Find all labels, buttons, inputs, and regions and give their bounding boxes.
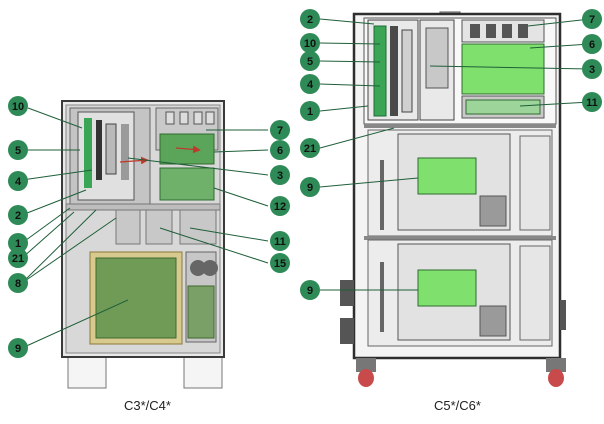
callout-badge: [300, 51, 320, 71]
callout-label: 1: [307, 106, 313, 118]
callout-badge: [270, 140, 290, 160]
callout-label: 3: [589, 64, 595, 76]
callout-label: 9: [307, 285, 313, 297]
callout-label: 4: [307, 79, 314, 91]
callout-badge: [8, 338, 28, 358]
callout-badge: [300, 74, 320, 94]
callout-badge: [8, 140, 28, 160]
board-9-left: [95, 257, 177, 339]
callout-badge: [8, 171, 28, 191]
callout-label: 8: [15, 278, 21, 290]
callout-label: 6: [589, 39, 595, 51]
callout-label: 7: [589, 14, 595, 26]
right-cabinet: [340, 11, 566, 387]
callout-badge: [8, 273, 28, 293]
callout-label: 9: [307, 182, 313, 194]
callout-badge: [8, 233, 28, 253]
callout-label: 2: [307, 14, 313, 26]
callout-label: 21: [12, 253, 24, 265]
board-12-left: [159, 167, 215, 201]
callout-badge: [300, 177, 320, 197]
callout-badge: [300, 33, 320, 53]
left-cabinet: [61, 100, 225, 389]
callout-label: 1: [15, 238, 21, 250]
callout-label: 4: [15, 176, 22, 188]
callout-label: 2: [15, 210, 21, 222]
callout-badge: [8, 96, 28, 116]
callout-label: 12: [274, 201, 286, 213]
caster-left: [358, 369, 374, 387]
callout-label: 15: [274, 258, 286, 270]
callout-label: 21: [304, 143, 316, 155]
callout-label: 3: [277, 170, 283, 182]
right-callout-badges: 2 10 5 4 1 21 9 9 7 6 3 11: [300, 9, 602, 300]
board-6-right: [461, 43, 545, 95]
callout-badge: [270, 253, 290, 273]
callout-label: 10: [304, 38, 316, 50]
callout-badge: [300, 9, 320, 29]
callout-badge: [582, 34, 602, 54]
left-callout-lines: [21, 107, 269, 349]
callout-label: 5: [307, 56, 313, 68]
callout-badge: [582, 92, 602, 112]
callout-badge: [300, 138, 320, 158]
right-callout-lines: [319, 18, 591, 291]
caster-right: [548, 369, 564, 387]
caption-left: C3*/C4*: [124, 398, 171, 413]
callout-badge: [8, 248, 28, 268]
callout-badge: [270, 196, 290, 216]
callout-badge: [300, 280, 320, 300]
board-9-upper: [417, 157, 477, 195]
callout-badge: [582, 9, 602, 29]
caption-right: C5*/C6*: [434, 398, 481, 413]
callout-label: 11: [274, 236, 286, 248]
callout-badge: [270, 165, 290, 185]
callout-badge: [270, 231, 290, 251]
callout-label: 9: [15, 343, 21, 355]
callout-badge: [8, 205, 28, 225]
callout-label: 11: [586, 97, 598, 109]
callout-label: 5: [15, 145, 21, 157]
left-callout-badges: 10 5 4 2 1 21 8 9 7 6 3 12 11 15: [8, 96, 290, 358]
callout-label: 6: [277, 145, 283, 157]
callout-label: 7: [277, 125, 283, 137]
callout-badge: [270, 120, 290, 140]
callout-label: 10: [12, 101, 24, 113]
callout-badge: [300, 101, 320, 121]
callout-badge: [582, 59, 602, 79]
board-9-lower: [417, 269, 477, 307]
